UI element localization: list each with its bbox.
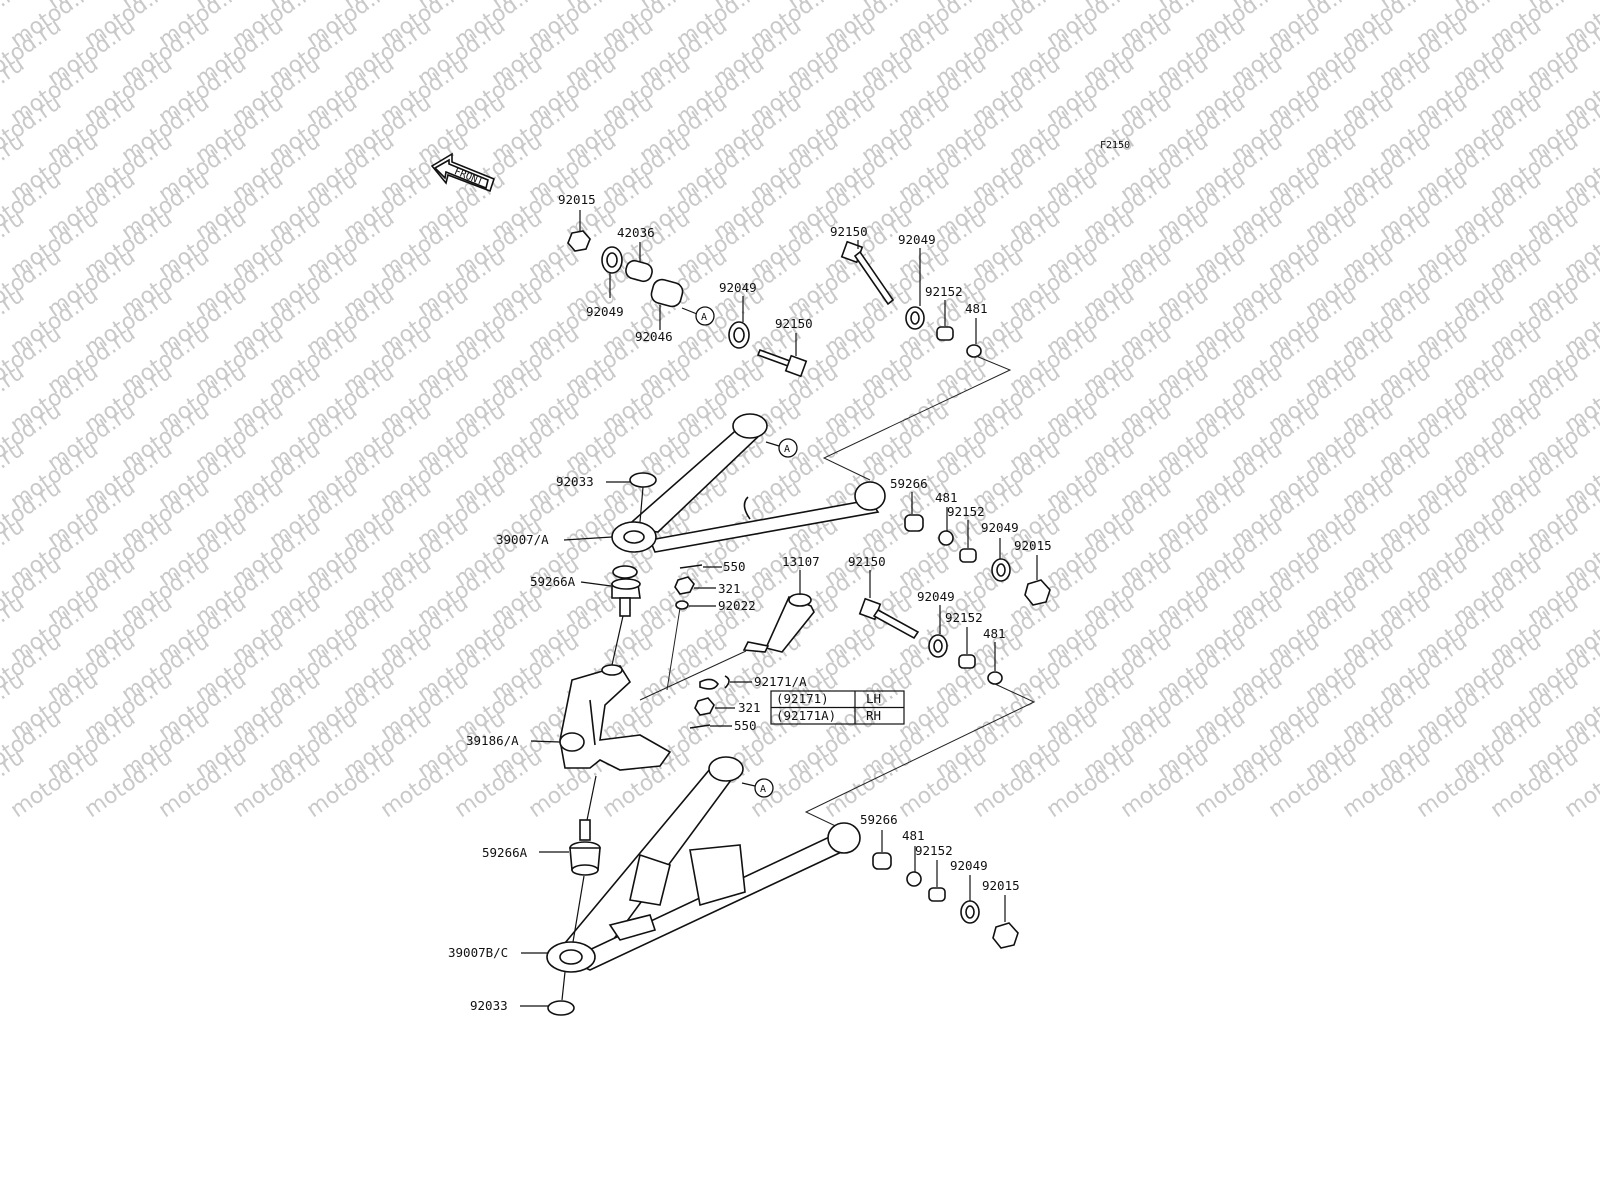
table-part-rh: (92171A) <box>776 708 836 723</box>
label-59266A-lower: 59266A <box>482 845 528 860</box>
nut-321-upper <box>674 576 695 595</box>
label-39007A: 39007/A <box>496 532 549 547</box>
label-59266A-upper: 59266A <box>530 574 576 589</box>
ref-a-lower-arm: A <box>760 784 766 795</box>
bolt-92150-topmid <box>756 348 808 378</box>
clip-92171 <box>699 678 719 690</box>
ref-circle-a-lower-arm <box>754 778 774 798</box>
label-42036: 42036 <box>617 225 655 240</box>
label-92033-upper: 92033 <box>556 474 594 489</box>
shaft-line-upper <box>822 355 1012 481</box>
label-92033-lower: 92033 <box>470 998 508 1013</box>
label-92049-topleft: 92049 <box>586 304 624 319</box>
label-550-upper: 550 <box>723 559 746 574</box>
seal-481-lower <box>906 871 922 887</box>
label-92152-mid2: 92152 <box>945 610 983 625</box>
collar-92152-topright <box>936 326 954 341</box>
bearing-92046 <box>650 278 684 308</box>
label-92150-mid: 92150 <box>848 554 886 569</box>
label-59266-lower: 59266 <box>860 812 898 827</box>
label-481-mid: 481 <box>935 490 958 505</box>
label-92049-topmid: 92049 <box>719 280 757 295</box>
seal-481-mid <box>938 530 954 546</box>
collar-92152-lower <box>928 887 946 902</box>
collar-92152-mid2 <box>958 654 976 669</box>
seal-481-mid2 <box>987 671 1003 685</box>
label-92046: 92046 <box>635 329 673 344</box>
knuckle-39186 <box>559 664 672 771</box>
label-321-lower: 321 <box>738 700 761 715</box>
label-13107: 13107 <box>782 554 820 569</box>
label-92015-lower: 92015 <box>982 878 1020 893</box>
label-92150-topmid: 92150 <box>775 316 813 331</box>
table-side-rh: RH <box>866 708 881 723</box>
label-481-topright: 481 <box>965 301 988 316</box>
upper-a-arm: A <box>611 413 886 553</box>
nut-92015-lower <box>992 922 1019 949</box>
bushing-59266-lower <box>872 852 892 870</box>
part-labels: 92015 42036 92049 92046 92049 92150 9215… <box>448 192 1052 1013</box>
label-39007BC: 39007B/C <box>448 945 508 960</box>
ball-joint-59266A-lower <box>569 819 601 876</box>
label-92022: 92022 <box>718 598 756 613</box>
seal-481-topright <box>966 344 982 358</box>
ref-a-upper-arm: A <box>784 444 790 455</box>
bolt-92150-topright <box>840 240 895 306</box>
bushing-59266-upper <box>904 514 924 532</box>
ref-circle-a-upper-arm <box>778 438 798 458</box>
label-92015-top: 92015 <box>558 192 596 207</box>
spacer-42036 <box>625 259 653 283</box>
nut-321-lower <box>694 697 715 716</box>
label-92152-topright: 92152 <box>925 284 963 299</box>
label-92049-mid: 92049 <box>981 520 1019 535</box>
label-59266-upper: 59266 <box>890 476 928 491</box>
table-part-lh: (92171) <box>776 691 829 706</box>
cotter-pin-550-lower <box>689 724 711 729</box>
label-92171A: 92171/A <box>754 674 807 689</box>
lower-a-arm: A <box>546 756 861 973</box>
label-92150-topright: 92150 <box>830 224 868 239</box>
ref-a-top: A <box>701 312 707 323</box>
table-side-lh: LH <box>866 691 881 706</box>
nut-92015-mid <box>1024 579 1051 606</box>
circlip-92033-upper <box>629 472 657 488</box>
label-92152-lower: 92152 <box>915 843 953 858</box>
washer-92022 <box>675 600 689 610</box>
label-321-upper: 321 <box>718 581 741 596</box>
bolt-92150-mid <box>858 597 920 640</box>
label-92049-lower: 92049 <box>950 858 988 873</box>
cotter-pin-550-upper <box>679 564 703 569</box>
circlip-92033-lower <box>547 1000 575 1016</box>
ref-circle-a-top <box>695 306 715 326</box>
label-550-lower: 550 <box>734 718 757 733</box>
upper-arm-right-hardware <box>904 492 1051 606</box>
label-481-mid2: 481 <box>983 626 1006 641</box>
collar-92152-mid <box>959 548 977 563</box>
top-hardware-group: A <box>567 210 982 378</box>
lower-arm-right-hardware <box>872 830 1019 949</box>
side-table: (92171) LH (92171A) RH <box>770 690 905 725</box>
label-92015-mid: 92015 <box>1014 538 1052 553</box>
label-39186A: 39186/A <box>466 733 519 748</box>
label-481-lower: 481 <box>902 828 925 843</box>
label-92049-topright: 92049 <box>898 232 936 247</box>
figure-code: F2150 <box>1100 140 1130 151</box>
label-92152-mid: 92152 <box>947 504 985 519</box>
shaft-line-lower <box>804 683 1036 831</box>
knuckle-area <box>530 564 815 831</box>
label-92049-mid2: 92049 <box>917 589 955 604</box>
nut-92015-top <box>567 230 591 252</box>
